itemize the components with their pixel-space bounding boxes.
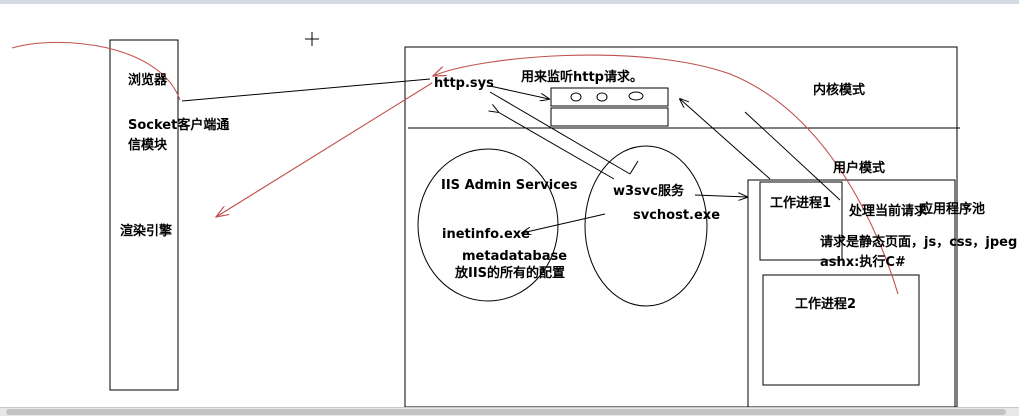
ashx-label: ashx:执行C# (820, 255, 906, 270)
render-engine-label: 渲染引擎 (120, 224, 173, 239)
listener-box-top (550, 87, 669, 107)
worker-process-1-box (759, 181, 843, 261)
httpsys-w3svc-line-1 (489, 91, 631, 175)
w3svc-to-worker-arrow (694, 195, 747, 197)
socket-module-label: Socket客户端通信模块 (128, 118, 230, 153)
browser-to-httpsys-line (181, 78, 431, 102)
listen-note-label: 用来监听http请求。 (521, 70, 643, 85)
svchost-label: svchost.exe (633, 208, 721, 223)
httpsys-w3svc-line-2 (498, 112, 615, 180)
worker-process-2-box (762, 274, 920, 386)
listener-box-bottom (550, 107, 669, 127)
w3svc-to-httpsys-line (629, 160, 639, 175)
httpsys-to-listener-arrow (489, 85, 549, 99)
app-pool-label: 应用程序池 (920, 202, 986, 217)
handle-request-label: 处理当前请求 (849, 204, 928, 219)
window-top-border (0, 0, 1019, 4)
listener-port-3 (628, 91, 644, 101)
metadatabase-label: metadatabase (462, 249, 568, 264)
iis-admin-label: IIS Admin Services (441, 178, 578, 193)
red-response-curve (433, 54, 899, 295)
w3svc-ellipse (584, 145, 708, 307)
listener-port-2 (596, 92, 608, 102)
worker-process-2-label: 工作进程2 (795, 297, 857, 312)
scrollbar-thumb[interactable] (6, 409, 1006, 415)
iis-config-label: 放IIS的所有的配置 (455, 266, 566, 281)
inetinfo-label: inetinfo.exe (442, 227, 530, 242)
red-top-left-curve (11, 41, 181, 101)
w3svc-label: w3svc服务 (613, 184, 684, 199)
w3svc-to-inetinfo-arrow (522, 213, 606, 233)
worker-process-1-label: 工作进程1 (770, 196, 832, 211)
static-request-label: 请求是静态页面，js，css，jpeg (820, 235, 1018, 250)
browser-box (109, 39, 179, 391)
crosshair-icon (305, 32, 319, 46)
kernel-mode-label: 内核模式 (813, 83, 866, 98)
diagram-canvas: 浏览器 Socket客户端通信模块 渲染引擎 http.sys 用来监听http… (0, 4, 1019, 408)
diagram-drawing (11, 32, 960, 408)
browser-label: 浏览器 (128, 73, 168, 88)
user-mode-label: 用户模式 (833, 161, 886, 176)
red-response-to-browser (216, 82, 433, 217)
kernel-to-worker-line (744, 111, 841, 201)
horizontal-scrollbar[interactable] (0, 407, 1019, 416)
http-sys-label: http.sys (434, 76, 494, 91)
listener-port-1 (570, 92, 582, 102)
worker-to-listener-arrow (680, 99, 771, 180)
